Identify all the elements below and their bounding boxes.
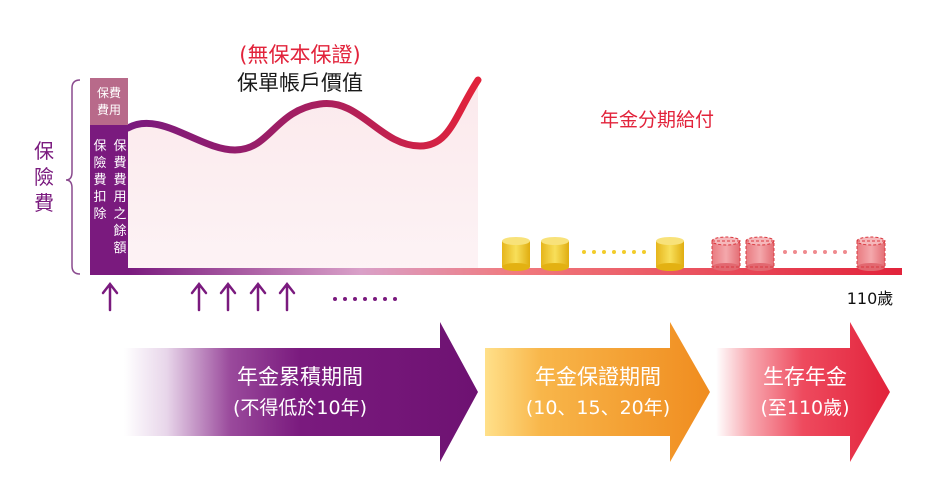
age-end-label: 110歲 bbox=[847, 289, 894, 308]
phase-accumulation-arrow: 年金累積期間 (不得低於10年) bbox=[124, 322, 478, 462]
phase-guarantee-arrow: 年金保證期間 (10、15、20年) bbox=[485, 322, 710, 462]
life-coins bbox=[711, 236, 886, 271]
phase-life-title: 生存年金 bbox=[763, 365, 847, 389]
premium-deduction-char: 餘 bbox=[113, 223, 126, 239]
guarantee-coins bbox=[502, 237, 684, 271]
account-value-curve bbox=[124, 76, 482, 154]
guarantee-coin bbox=[502, 237, 530, 271]
account-value-area bbox=[128, 80, 478, 272]
phase-accumulation-subtitle: (不得低於10年) bbox=[233, 397, 367, 419]
premium-side-char: 保 bbox=[34, 139, 54, 163]
life-coin bbox=[745, 236, 775, 271]
phase-accumulation-title: 年金累積期間 bbox=[237, 365, 363, 389]
premium-fee-char: 保費 bbox=[97, 85, 121, 100]
premium-deduction-char: 費 bbox=[93, 173, 106, 188]
phase-life-subtitle: (至110歲) bbox=[760, 397, 849, 419]
premium-deduction-char: 險 bbox=[93, 156, 106, 171]
payment-arrow-icon bbox=[219, 281, 237, 312]
premium-side-char: 費 bbox=[34, 191, 54, 215]
guarantee-coin-dots bbox=[582, 250, 646, 254]
premium-bracket bbox=[65, 79, 81, 275]
phase-guarantee-title: 年金保證期間 bbox=[535, 365, 661, 389]
premium-deduction-char: 扣 bbox=[93, 190, 106, 205]
life-coin bbox=[856, 236, 886, 271]
premium-side-label: 保險費 bbox=[34, 139, 54, 215]
premium-deduction-char: 額 bbox=[113, 241, 126, 256]
phase-life-arrow: 生存年金 (至110歲) bbox=[716, 322, 890, 462]
timeline-baseline bbox=[128, 268, 902, 275]
guarantee-coin bbox=[656, 237, 684, 271]
payment-arrow-icon bbox=[190, 281, 208, 312]
premium-deduction-char: 費 bbox=[113, 156, 126, 171]
account-value-label: 保單帳戶價值 bbox=[237, 71, 363, 95]
premium-deduction-char: 費 bbox=[113, 173, 126, 188]
premium-deduction-char: 之 bbox=[113, 207, 126, 222]
payment-arrow-icon bbox=[101, 281, 119, 312]
premium-fee-char: 費用 bbox=[97, 102, 121, 117]
payment-arrow-icon bbox=[278, 281, 296, 312]
payment-arrows bbox=[101, 281, 296, 312]
guarantee-coin bbox=[541, 237, 569, 271]
life-coin bbox=[711, 236, 741, 271]
payment-arrow-icon bbox=[249, 281, 267, 312]
premium-deduction-char: 除 bbox=[93, 207, 106, 222]
premium-deduction-char: 保 bbox=[113, 139, 126, 154]
phase-guarantee-subtitle: (10、15、20年) bbox=[526, 397, 670, 419]
premium-deduction-block bbox=[90, 125, 128, 275]
payment-dots bbox=[333, 297, 397, 301]
premium-deduction-char: 保 bbox=[93, 139, 106, 154]
life-coin-dots bbox=[783, 250, 847, 254]
no-guarantee-label: (無保本保證) bbox=[239, 43, 360, 67]
premium-deduction-char: 用 bbox=[113, 190, 126, 205]
premium-side-char: 險 bbox=[34, 165, 54, 189]
annuity-installments-label: 年金分期給付 bbox=[600, 109, 714, 131]
premium-fee-block bbox=[90, 78, 128, 125]
